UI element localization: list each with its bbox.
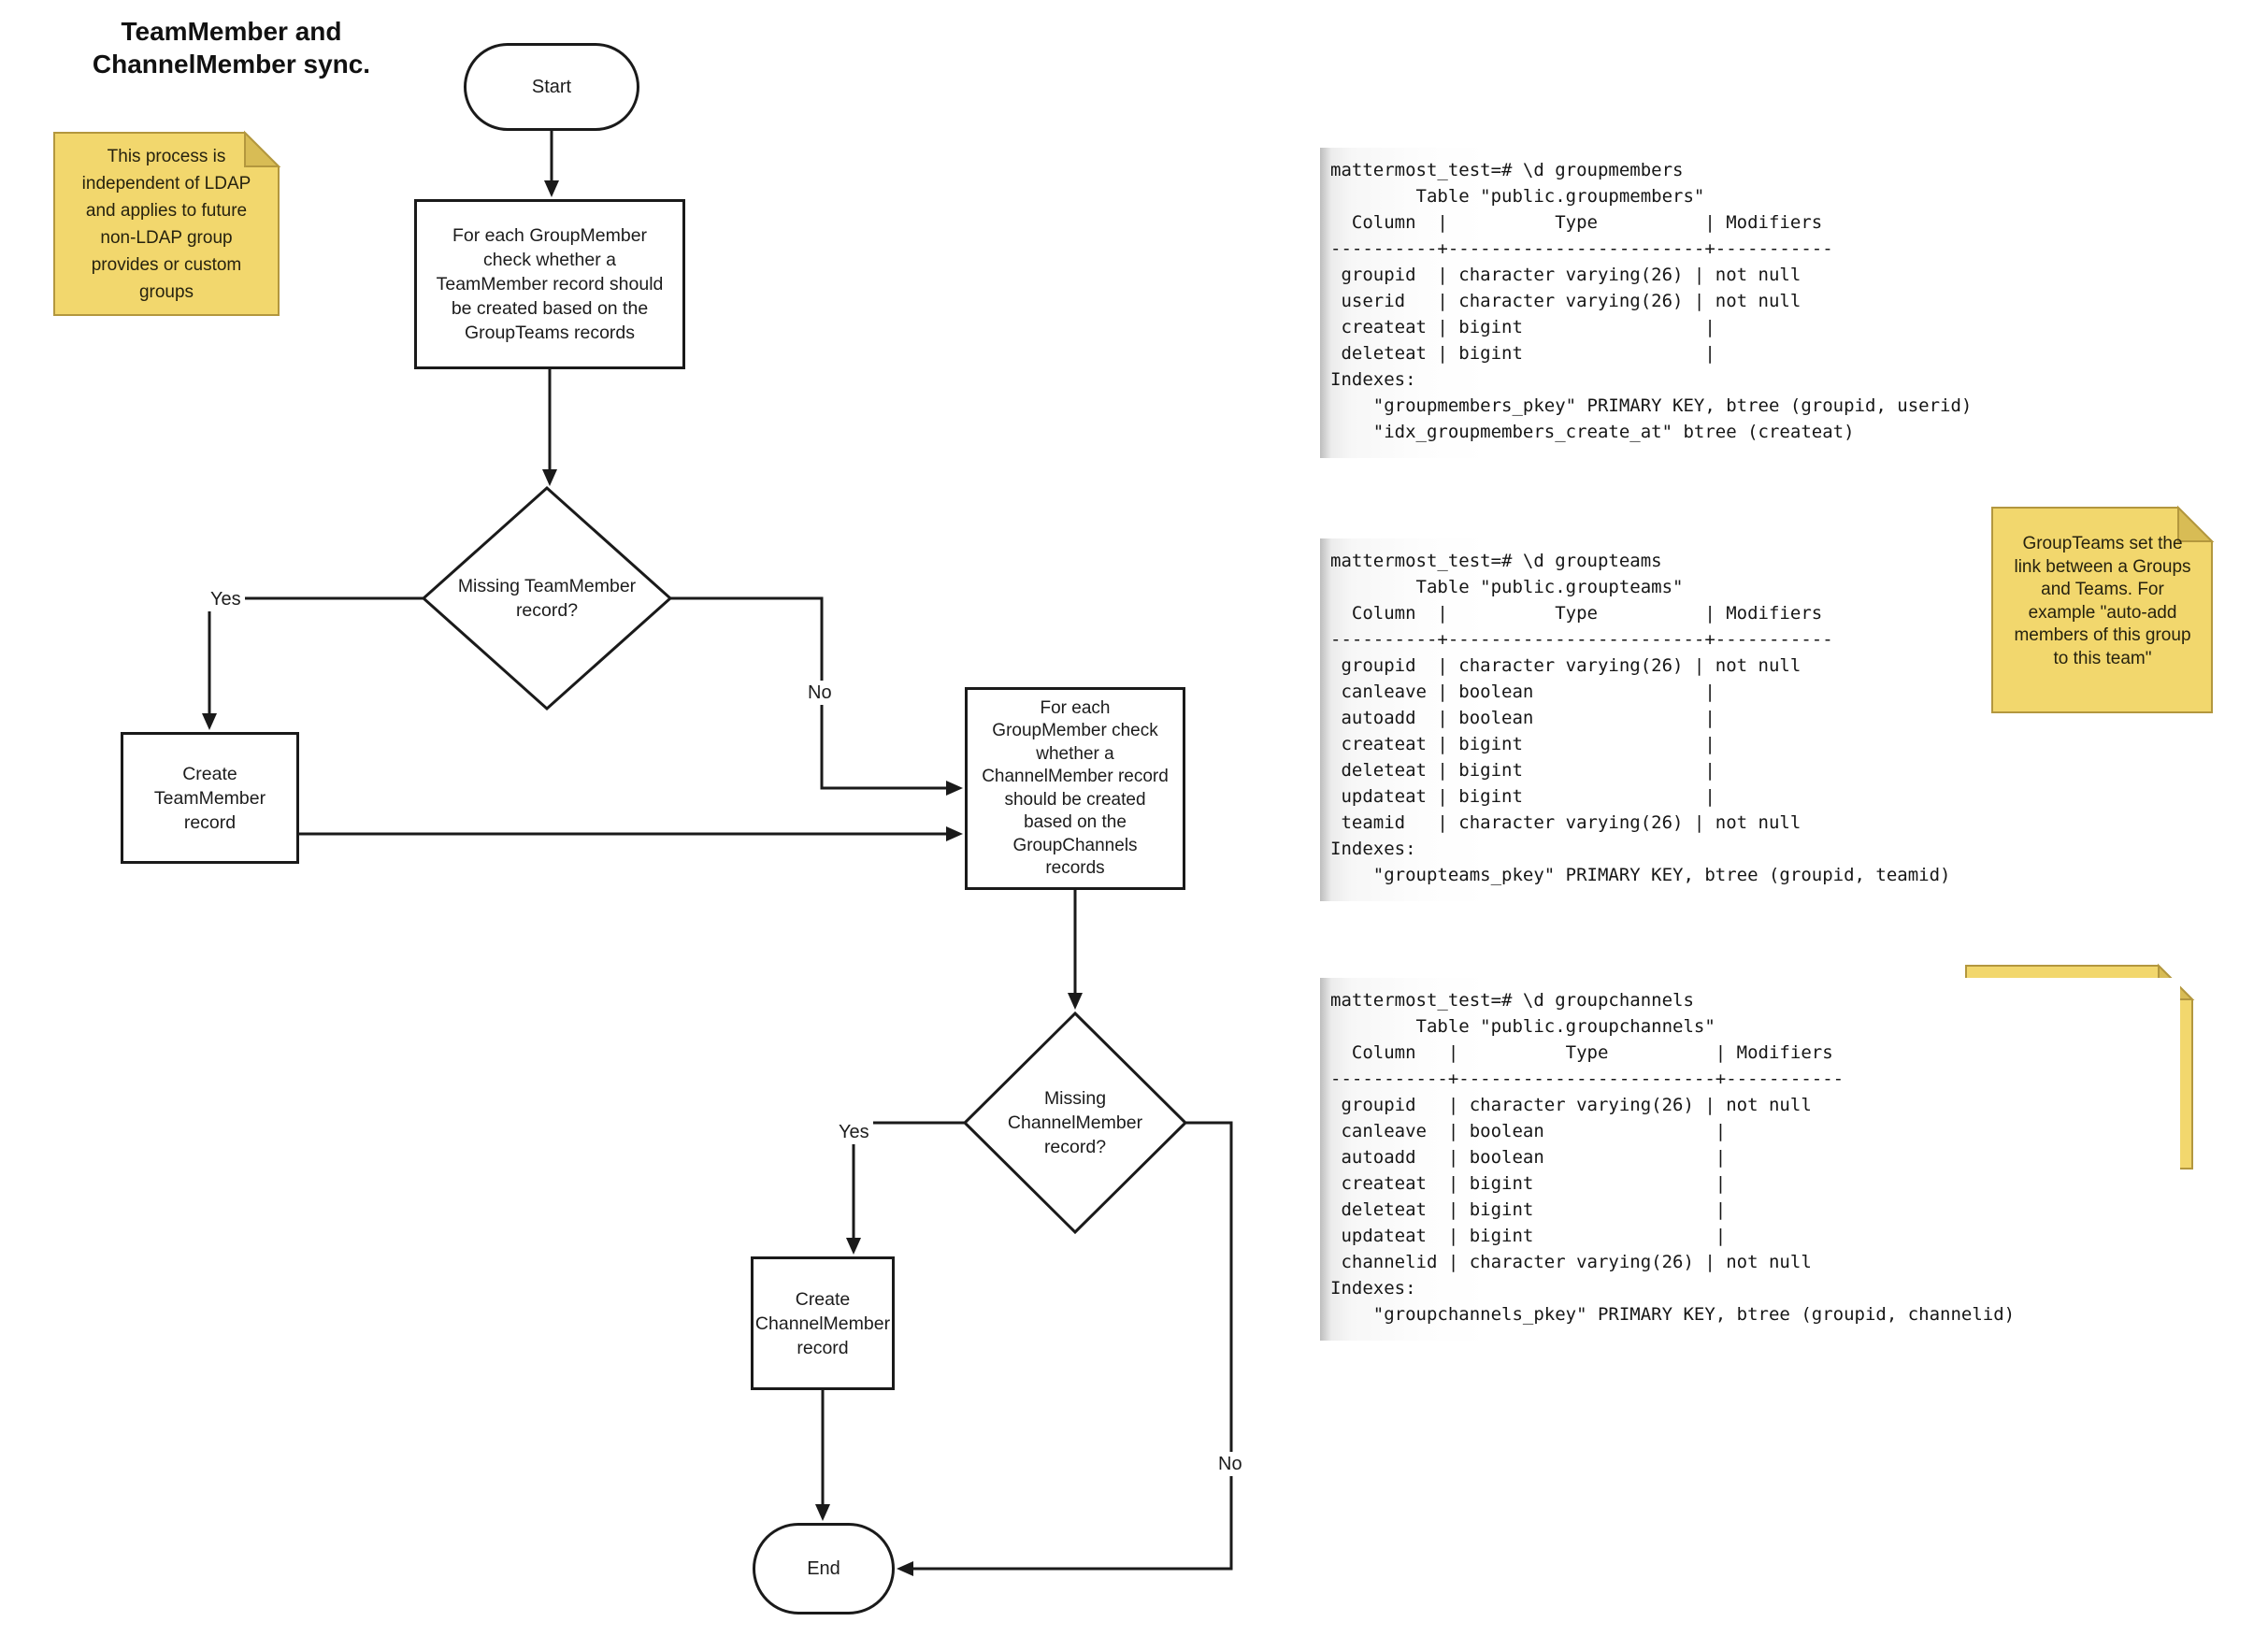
edge-label-yes-channelmember: Yes — [835, 1120, 873, 1144]
decision-channelmember-text: Missing ChannelMember record? — [1007, 1088, 1143, 1157]
sticky-note-groupteams-text: GroupTeams set the link between a Groups… — [2014, 534, 2191, 668]
sticky-note-groupteams — [1991, 507, 2213, 713]
connector-decision1-yes — [208, 596, 423, 725]
connector-decision2-no — [902, 1121, 1233, 1571]
create-teammember-box: Create TeamMember record — [121, 732, 299, 864]
arrowhead — [202, 713, 217, 730]
edge-label-no-teammember: No — [804, 681, 836, 705]
arrowhead — [815, 1504, 830, 1521]
arrowhead — [846, 1238, 861, 1255]
process-teammember-box: For each GroupMember check whether a Tea… — [414, 199, 685, 369]
sticky-note-ldap — [53, 132, 280, 316]
arrowhead — [946, 781, 963, 796]
sticky-note-ldap-text: This process is independent of LDAP and … — [81, 147, 251, 302]
terminal-groupchannels: mattermost_test=# \d groupchannels Table… — [1320, 978, 2180, 1341]
arrowhead — [544, 180, 559, 197]
start-node: Start — [464, 43, 639, 131]
page-title: TeamMember and ChannelMember sync. — [92, 17, 371, 79]
terminal-groupmembers: mattermost_test=# \d groupmembers Table … — [1320, 148, 1972, 458]
edge-label-yes-teammember: Yes — [207, 587, 245, 611]
arrowhead — [542, 469, 557, 486]
create-channelmember-box: Create ChannelMember record — [751, 1256, 895, 1390]
arrowhead — [1068, 993, 1083, 1010]
end-node: End — [753, 1523, 895, 1614]
sticky-note-ldap-fold-icon — [244, 130, 281, 167]
edge-label-no-channelmember: No — [1214, 1452, 1246, 1476]
arrowhead — [897, 1561, 913, 1576]
decision-teammember-text: Missing TeamMember record? — [457, 576, 637, 621]
decision-channelmember-diamond — [962, 1011, 1188, 1235]
arrowhead — [946, 826, 963, 841]
decision-teammember-diamond — [421, 485, 673, 711]
terminal-groupteams: mattermost_test=# \d groupteams Table "p… — [1320, 538, 1980, 901]
process-channelmember-box: For each GroupMember check whether a Cha… — [965, 687, 1185, 890]
sticky-note-groupteams-fold-icon — [2177, 505, 2215, 542]
